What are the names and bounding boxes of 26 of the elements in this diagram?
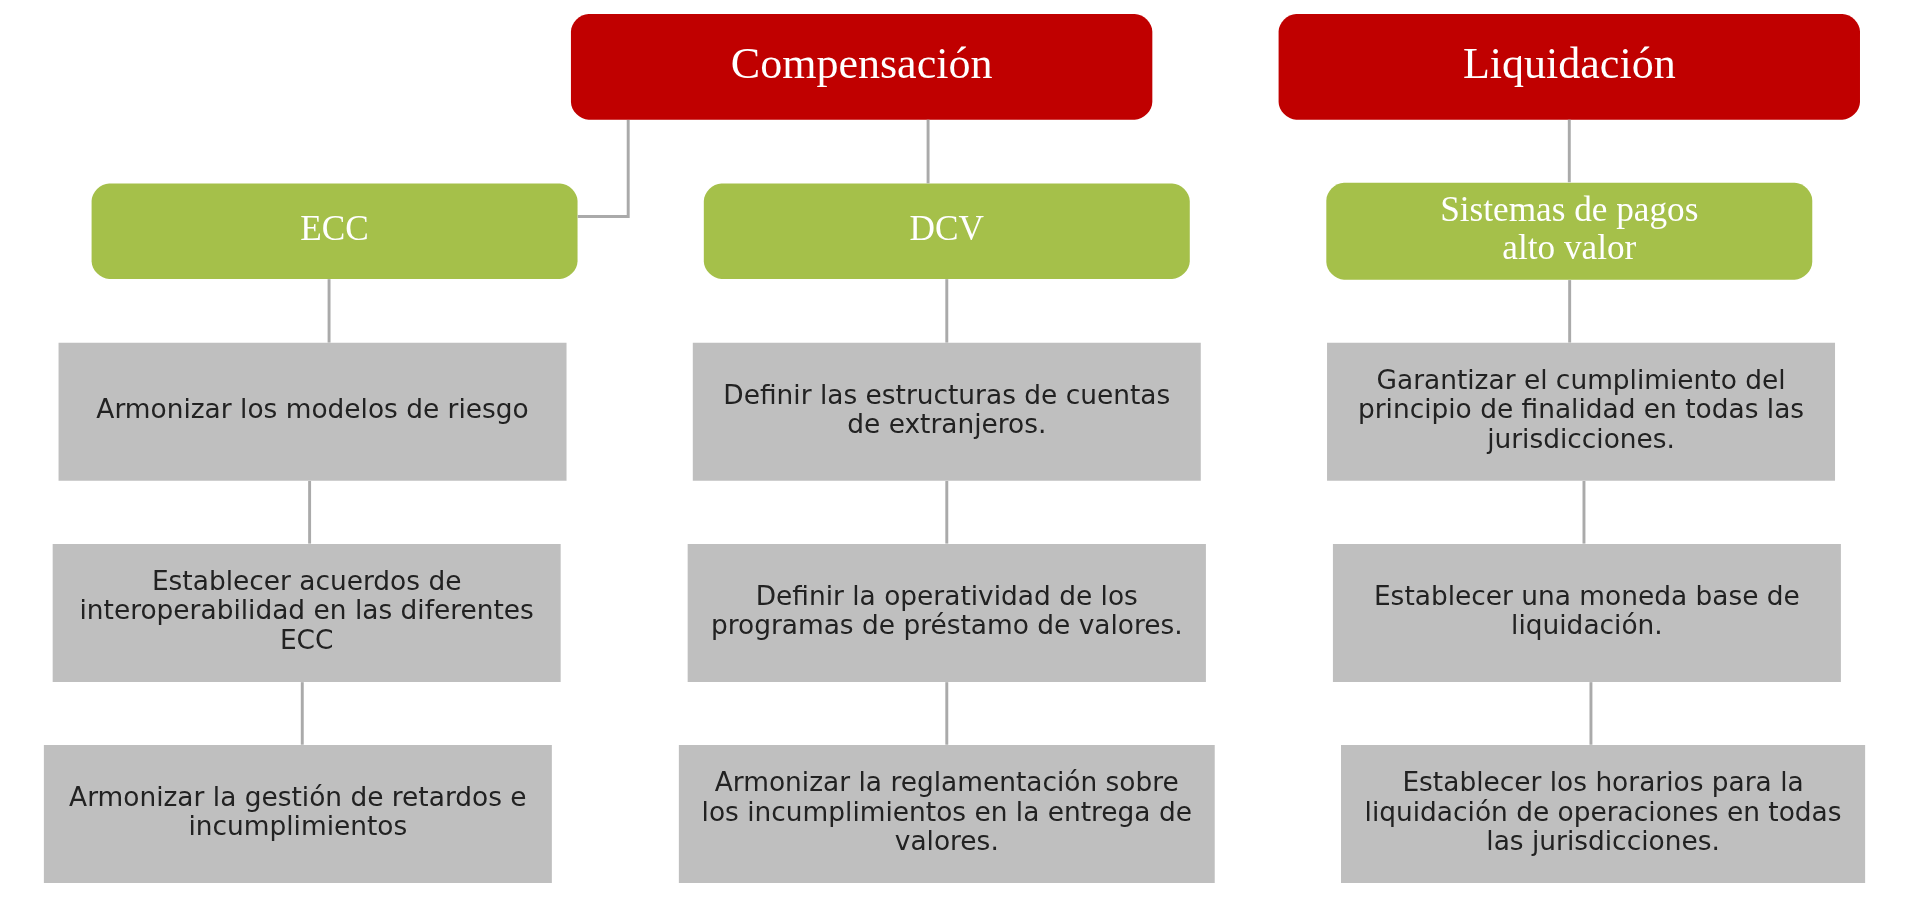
connector (926, 119, 930, 184)
connector (1567, 119, 1571, 183)
connector (1589, 682, 1593, 745)
node-box: Liquidación (1278, 13, 1860, 120)
connector (945, 682, 949, 745)
connector (327, 279, 331, 343)
connector (945, 481, 949, 544)
node-box: Armonizar los modelos de riesgo (58, 342, 567, 481)
node-box: Armonizar la reglamentación sobre los incumplimientos en la entrega de valores. (678, 745, 1215, 884)
node-box: Establecer los horarios para la liquidación de operaciones en todas las jurisdicciones. (1341, 745, 1866, 884)
connector (577, 120, 630, 218)
node-box: Armonizar la gestión de retardos e incumplimientos (43, 745, 552, 884)
node-box: Establecer acuerdos de interoperabilidad en las diferentes ECC (52, 543, 561, 682)
node-box: Establecer una moneda base de liquidación. (1332, 543, 1841, 682)
node-box: ECC (91, 183, 578, 279)
connector (1568, 280, 1572, 343)
node-box: DCV (703, 183, 1190, 279)
node-box: Garantizar el cumplimiento del principio de finalidad en todas las jurisdicciones. (1327, 342, 1836, 481)
connector (308, 481, 312, 544)
connector (1582, 481, 1586, 544)
node-box: Definir la operatividad de los programas de préstamo de valores. (687, 543, 1206, 682)
node-box: Compensación (570, 13, 1153, 120)
connector (945, 279, 949, 343)
node-box: Definir las estructuras de cuentas de extranjeros. (692, 342, 1201, 481)
connector (300, 682, 304, 745)
node-box: Sistemas de pagos alto valor (1326, 182, 1813, 280)
